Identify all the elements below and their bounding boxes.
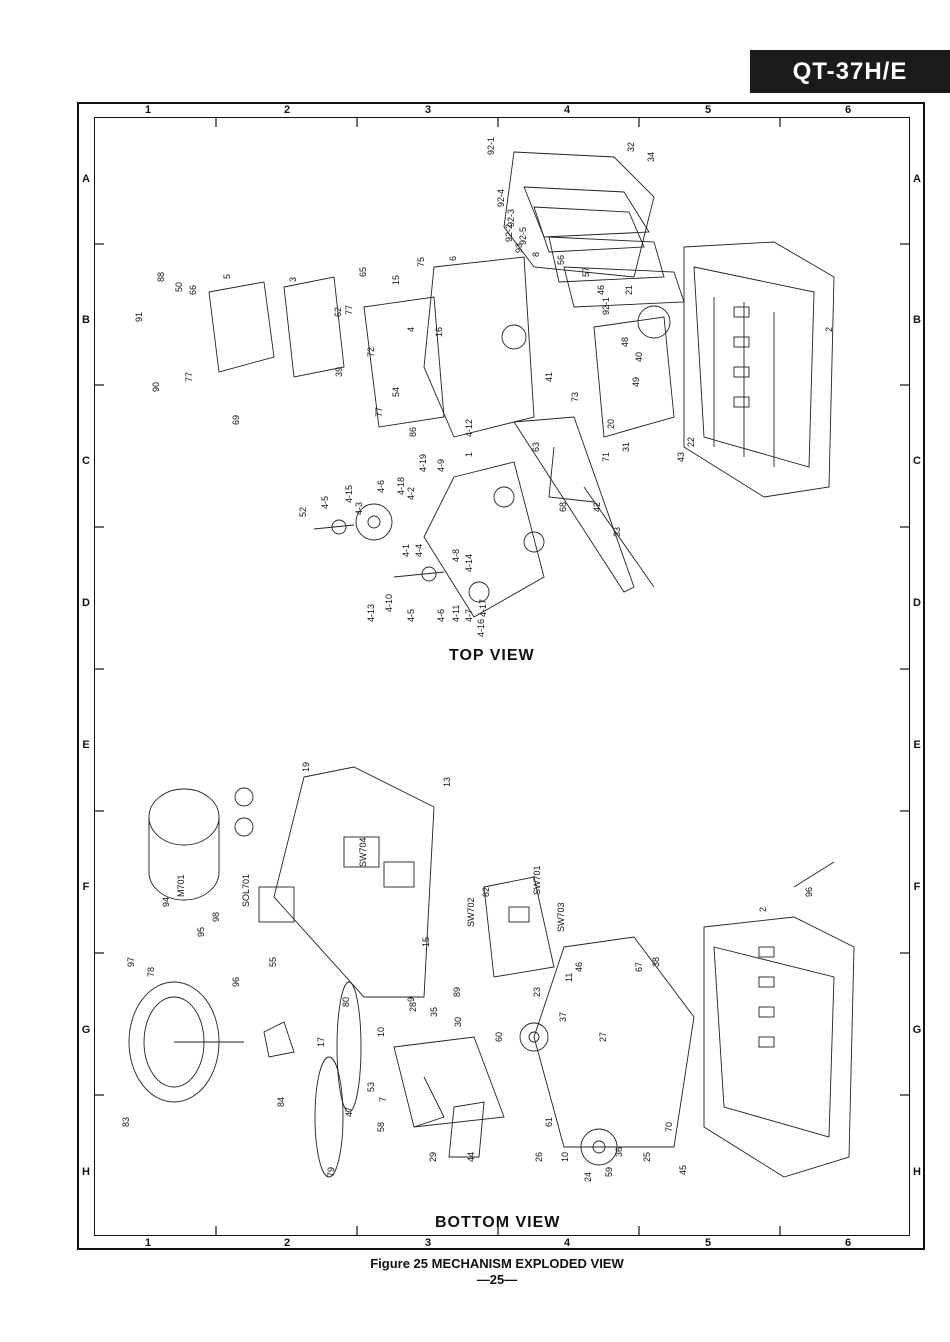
row-label-right: G bbox=[912, 1024, 922, 1036]
row-label-left: B bbox=[82, 314, 90, 326]
figure-caption: Figure 25 MECHANISM EXPLODED VIEW bbox=[370, 1256, 624, 1271]
column-label-bottom: 6 bbox=[844, 1237, 852, 1249]
row-label-right: B bbox=[913, 314, 921, 326]
column-label-top: 6 bbox=[844, 104, 852, 116]
row-label-left: E bbox=[82, 739, 90, 751]
row-label-left: H bbox=[82, 1166, 90, 1178]
bottom-view-title: BOTTOM VIEW bbox=[435, 1214, 561, 1231]
row-label-right: H bbox=[913, 1166, 921, 1178]
column-label-top: 5 bbox=[704, 104, 712, 116]
row-label-left: G bbox=[81, 1024, 91, 1036]
row-label-left: D bbox=[82, 597, 90, 609]
column-label-top: 2 bbox=[283, 104, 291, 116]
column-label-top: 4 bbox=[563, 104, 571, 116]
column-label-bottom: 3 bbox=[424, 1237, 432, 1249]
top-view-drawing bbox=[208, 151, 835, 618]
column-label-top: 1 bbox=[144, 104, 152, 116]
column-label-bottom: 5 bbox=[704, 1237, 712, 1249]
bottom-view-drawing bbox=[128, 766, 855, 1178]
outer-frame bbox=[77, 102, 925, 1250]
row-label-right: A bbox=[913, 173, 921, 185]
column-label-bottom: 2 bbox=[283, 1237, 291, 1249]
row-label-left: C bbox=[82, 455, 90, 467]
column-label-top: 3 bbox=[424, 104, 432, 116]
column-label-bottom: 1 bbox=[144, 1237, 152, 1249]
row-label-left: A bbox=[82, 173, 90, 185]
row-label-right: C bbox=[913, 455, 921, 467]
page-number: —25— bbox=[476, 1272, 518, 1287]
exploded-view-drawing bbox=[94, 117, 910, 1236]
inner-frame bbox=[94, 117, 910, 1236]
row-label-right: E bbox=[913, 739, 921, 751]
row-label-right: D bbox=[913, 597, 921, 609]
column-label-bottom: 4 bbox=[563, 1237, 571, 1249]
row-label-left: F bbox=[82, 881, 90, 893]
row-label-right: F bbox=[913, 881, 921, 893]
top-view-title: TOP VIEW bbox=[449, 647, 535, 664]
model-badge: QT-37H/E bbox=[750, 50, 950, 93]
